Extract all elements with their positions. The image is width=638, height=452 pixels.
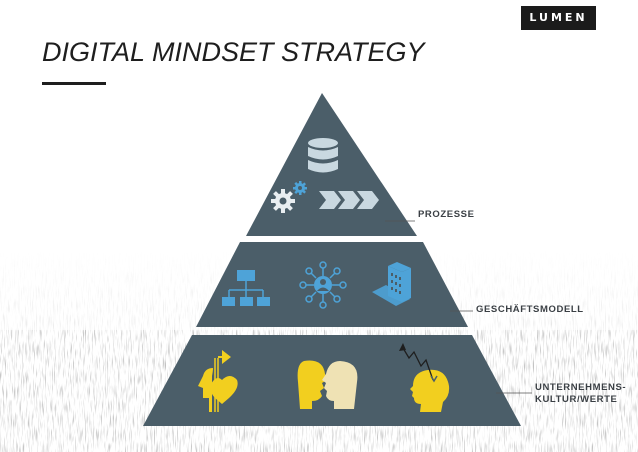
slide-title: DIGITAL MINDSET STRATEGY bbox=[42, 37, 425, 67]
tier-label-prozesse: PROZESSE bbox=[418, 209, 475, 220]
org-chart-icon bbox=[222, 270, 270, 306]
tier-label-unternehmenskultur: UNTERNEHMENS- KULTUR/WERTE bbox=[535, 382, 635, 406]
building-icon bbox=[372, 262, 411, 306]
tier-label-geschaeftsmodell: GESCHÄFTSMODELL bbox=[476, 304, 584, 315]
title-underline bbox=[42, 82, 106, 85]
two-faces-icon bbox=[297, 360, 358, 409]
gears-icon bbox=[271, 181, 307, 213]
head-heart-icon bbox=[198, 350, 238, 412]
tier-label-line: UNTERNEHMENS- bbox=[535, 382, 627, 393]
process-arrows-icon bbox=[319, 191, 379, 209]
database-icon bbox=[308, 138, 338, 173]
tier-label-line: KULTUR/WERTE bbox=[535, 394, 618, 405]
lumen-logo: LUMEN bbox=[521, 6, 596, 30]
head-thinking-icon bbox=[399, 343, 450, 412]
network-hub-icon bbox=[299, 261, 347, 309]
